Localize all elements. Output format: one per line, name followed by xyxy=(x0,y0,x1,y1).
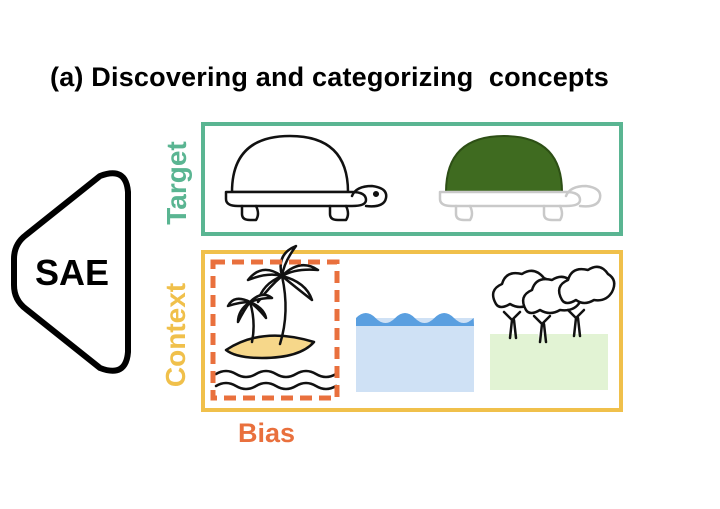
turtle-green-shell-icon xyxy=(438,135,602,222)
context-label: Context xyxy=(160,282,191,388)
target-label: Target xyxy=(161,141,192,225)
forest-icon xyxy=(490,265,616,390)
water-icon xyxy=(356,313,474,392)
turtle-outline-icon xyxy=(224,134,388,222)
island-palm-icon xyxy=(214,244,338,391)
bias-label: Bias xyxy=(238,418,296,448)
bias-box xyxy=(210,259,340,401)
target-box xyxy=(201,122,623,236)
sae-label: SAE xyxy=(34,252,110,293)
context-box xyxy=(201,250,623,412)
figure-title: (a) Discovering and categorizing concept… xyxy=(50,62,610,92)
sae-block xyxy=(11,170,131,374)
